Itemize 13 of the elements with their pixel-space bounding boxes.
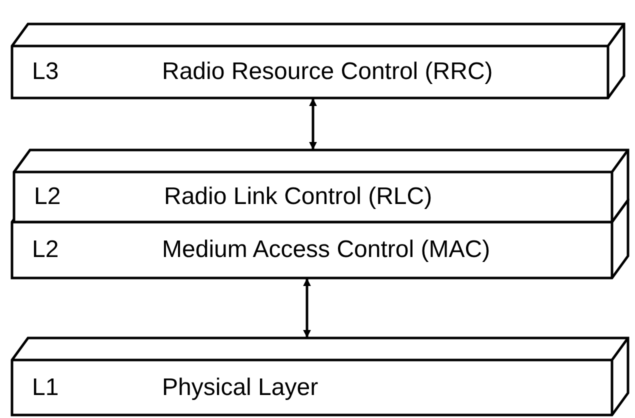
double-arrow [303,278,311,338]
layer-block [12,24,624,98]
layer-number: L2 [34,183,61,211]
double-arrow [309,98,317,150]
layer-number: L2 [32,236,59,264]
layer-block [14,150,628,222]
layer-number: L3 [32,58,59,86]
layer-block [12,338,628,415]
layer-name: Medium Access Control (MAC) [162,236,490,264]
layer-number: L1 [32,374,59,402]
layer-name: Physical Layer [162,374,318,402]
layer-name: Radio Link Control (RLC) [164,183,432,211]
layer-name: Radio Resource Control (RRC) [162,58,493,86]
